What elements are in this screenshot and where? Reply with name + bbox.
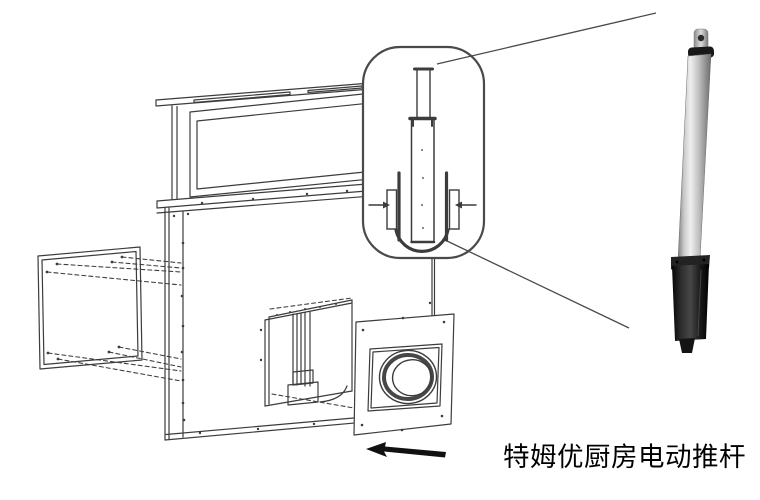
- mount-bracket-left-tab: [386, 189, 398, 230]
- housing-screw-left: [675, 260, 679, 264]
- bottom-bracket-arc: [394, 228, 450, 253]
- leader-line-bottom: [446, 240, 630, 329]
- flange-inner-frame-inner: [370, 346, 440, 409]
- actuator-clevis-hole: [697, 34, 705, 42]
- hood-vent-slot-left: [193, 91, 291, 104]
- housing-screw-right: [702, 258, 706, 262]
- access-panel-outer: [37, 246, 143, 370]
- side-panel-exploded: [37, 246, 182, 382]
- actuator-foot-base: [287, 381, 319, 406]
- vent-compartment-drawing: [259, 297, 355, 409]
- flange-inner-frame-outer: [367, 343, 443, 412]
- mount-direction-arrow: [366, 442, 446, 458]
- actuator-tube: [677, 53, 712, 261]
- clamp-arrow-right-head: [455, 201, 462, 209]
- compartment-dashes: [269, 297, 355, 409]
- panel-alignment-dashes: [46, 256, 182, 382]
- tube-detail-dots: [421, 149, 424, 229]
- actuator-foot: [679, 338, 695, 353]
- tube-corner-marks: [412, 119, 433, 127]
- actuator-motor-housing: [672, 264, 709, 341]
- access-panel-inner: [41, 250, 139, 366]
- actuator-channel-lines: [292, 311, 311, 387]
- compartment-top-edge: [264, 299, 353, 321]
- mount-bracket-right-tab: [448, 189, 460, 230]
- actuator-photo: [671, 28, 715, 353]
- leader-lines: [436, 12, 657, 329]
- compartment-bottom-edge: [264, 390, 353, 407]
- detail-bubble-content: [368, 67, 477, 253]
- leader-line-top: [436, 12, 657, 65]
- caption-text: 特姆优厨房电动推杆: [503, 442, 746, 472]
- detail-bubble: [361, 45, 486, 260]
- duct-flange-drawing: [353, 313, 455, 436]
- compartment-left-wall: [264, 316, 270, 407]
- compartment-screws: [259, 303, 337, 362]
- duct-collar-rings: [378, 349, 438, 405]
- clamp-arrow-left-head: [383, 201, 390, 209]
- compartment-chute-curve: [319, 385, 348, 403]
- housing-highlight: [697, 269, 702, 337]
- body-left-edge: [164, 207, 184, 441]
- hood-support-column: [171, 105, 178, 200]
- detail-bubble-outline: [361, 45, 486, 260]
- flange-plate: [353, 313, 455, 436]
- flange-screws: [360, 316, 446, 432]
